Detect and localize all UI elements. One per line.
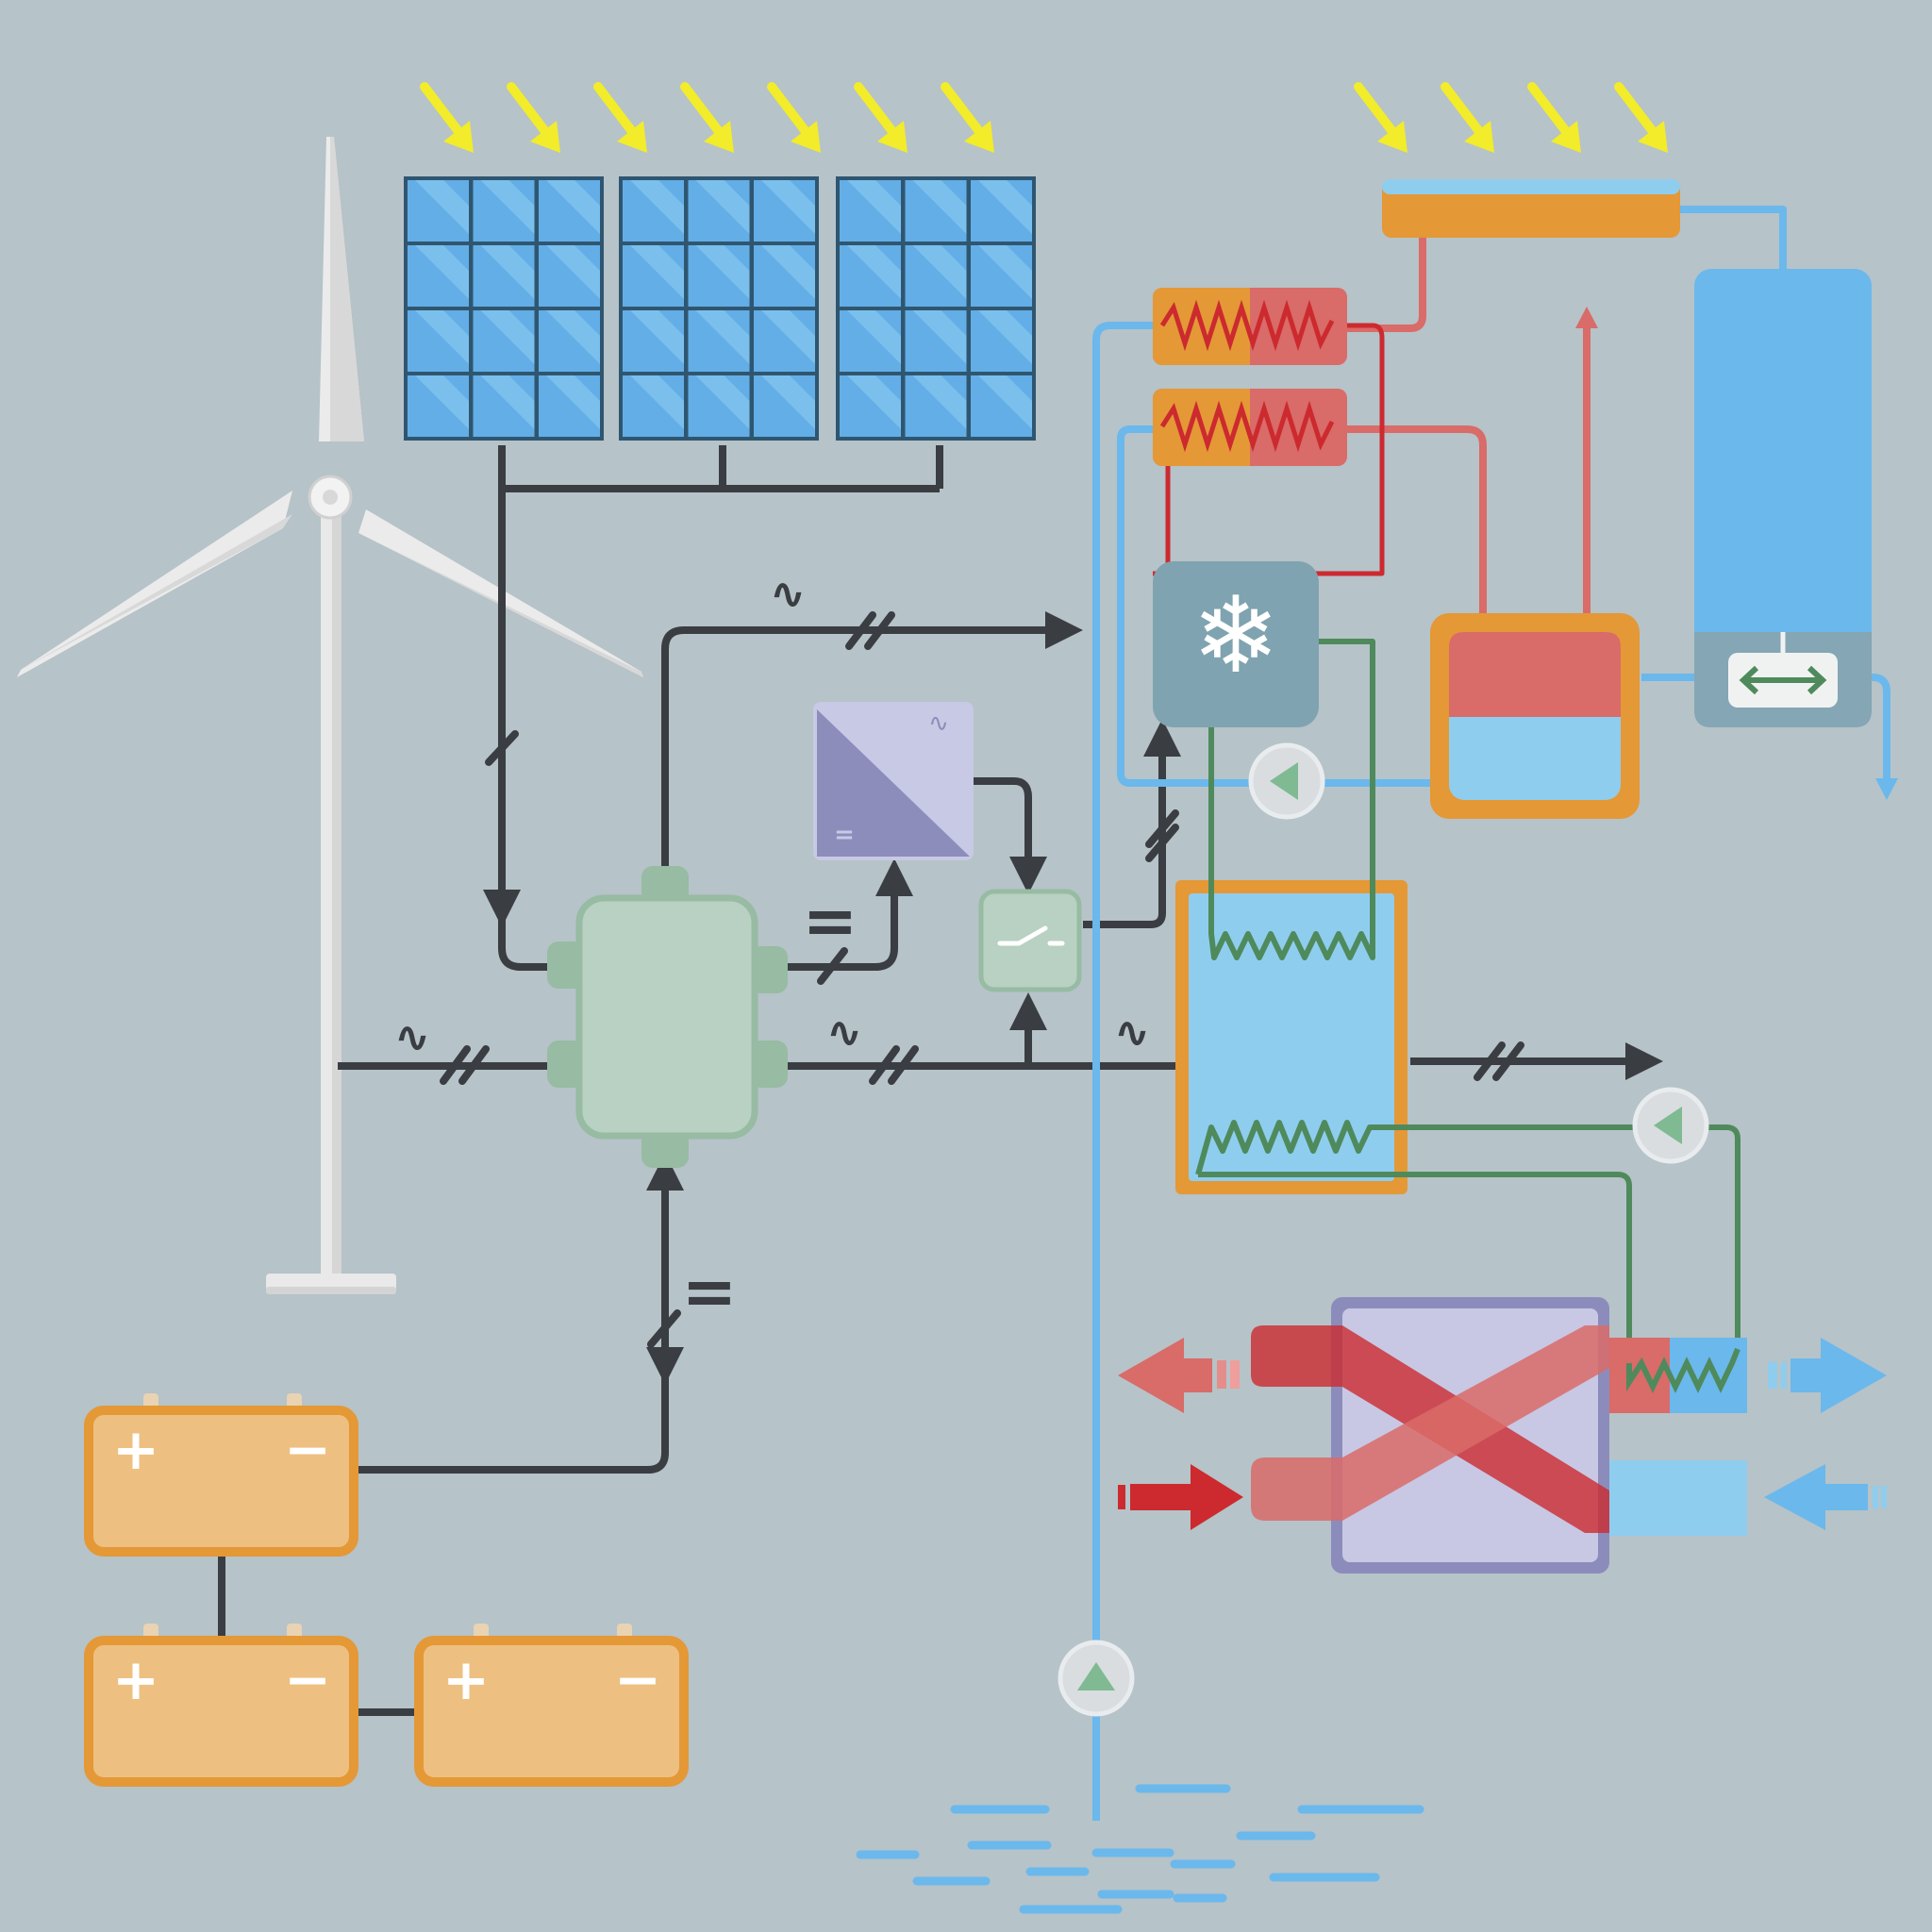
battery: +− [84, 1393, 358, 1557]
electrical-symbols: ∿ ∿ ∿ ∿ = = [394, 568, 1151, 1330]
solar-thermal-collector [1382, 179, 1680, 238]
battery-bank: +−+−+− [84, 1393, 689, 1787]
glycol-pipes [1195, 639, 1740, 1363]
battery-minus-symbol: − [284, 1647, 331, 1713]
solar-panel [404, 176, 604, 441]
sun-ray-icon [593, 82, 647, 153]
sun-ray-icon [1441, 82, 1494, 153]
sun-ray-icon [507, 82, 560, 153]
power-distribution-hub [547, 866, 788, 1168]
power-wiring [218, 445, 1663, 1716]
water-source [856, 1784, 1424, 1914]
battery-plus-symbol: + [112, 1647, 159, 1713]
battery-minus-symbol: − [284, 1417, 331, 1483]
wire-slash-marks [440, 611, 1524, 1348]
sun-ray-icon [680, 82, 734, 153]
sun-ray-icon [1614, 82, 1668, 153]
sun-ray-icon [1527, 82, 1581, 153]
pump-upper [1248, 742, 1325, 820]
ac-symbol: ∿ [770, 568, 807, 619]
heating-coils [1153, 288, 1347, 466]
ac-symbol: ∿ [826, 1007, 863, 1058]
sun-ray-icon [420, 82, 474, 153]
battery: +− [84, 1624, 358, 1787]
water-outlet-arrow [1875, 778, 1898, 800]
sun-ray-icon [854, 82, 908, 153]
battery-minus-symbol: − [614, 1647, 661, 1713]
dc-symbol: = [682, 1253, 738, 1330]
solar-panel [836, 176, 1036, 441]
water-pipes [1092, 206, 1890, 1821]
pump-lower [1058, 1640, 1135, 1717]
chiller-unit: ❄ [1153, 561, 1319, 727]
solar-panel [619, 176, 819, 441]
solar-panel-array [404, 176, 1036, 441]
sun-rays [420, 82, 1668, 153]
dc-symbol: = [803, 882, 858, 959]
pump-middle [1632, 1087, 1709, 1164]
inverter-ac-symbol: ∿ [928, 709, 949, 738]
battery-plus-symbol: + [112, 1417, 159, 1483]
snowflake-icon: ❄ [1191, 575, 1280, 697]
storage-tank [1694, 269, 1872, 727]
circulation-pumps [1058, 742, 1709, 1717]
sun-ray-icon [941, 82, 994, 153]
hot-water-tank [1430, 613, 1640, 819]
inverter: ∿ = [813, 702, 974, 860]
heat-recovery-exchanger [1251, 1297, 1747, 1574]
battery-plus-symbol: + [442, 1647, 490, 1713]
hot-outlet-arrow [1575, 307, 1598, 328]
inverter-dc-symbol: = [834, 821, 855, 849]
air-flow-arrows [1118, 1338, 1887, 1530]
battery: +− [414, 1624, 689, 1787]
sun-ray-icon [1354, 82, 1407, 153]
ac-symbol: ∿ [1114, 1007, 1151, 1058]
transfer-switch [978, 889, 1082, 992]
sun-ray-icon [767, 82, 821, 153]
ac-symbol: ∿ [394, 1011, 431, 1062]
